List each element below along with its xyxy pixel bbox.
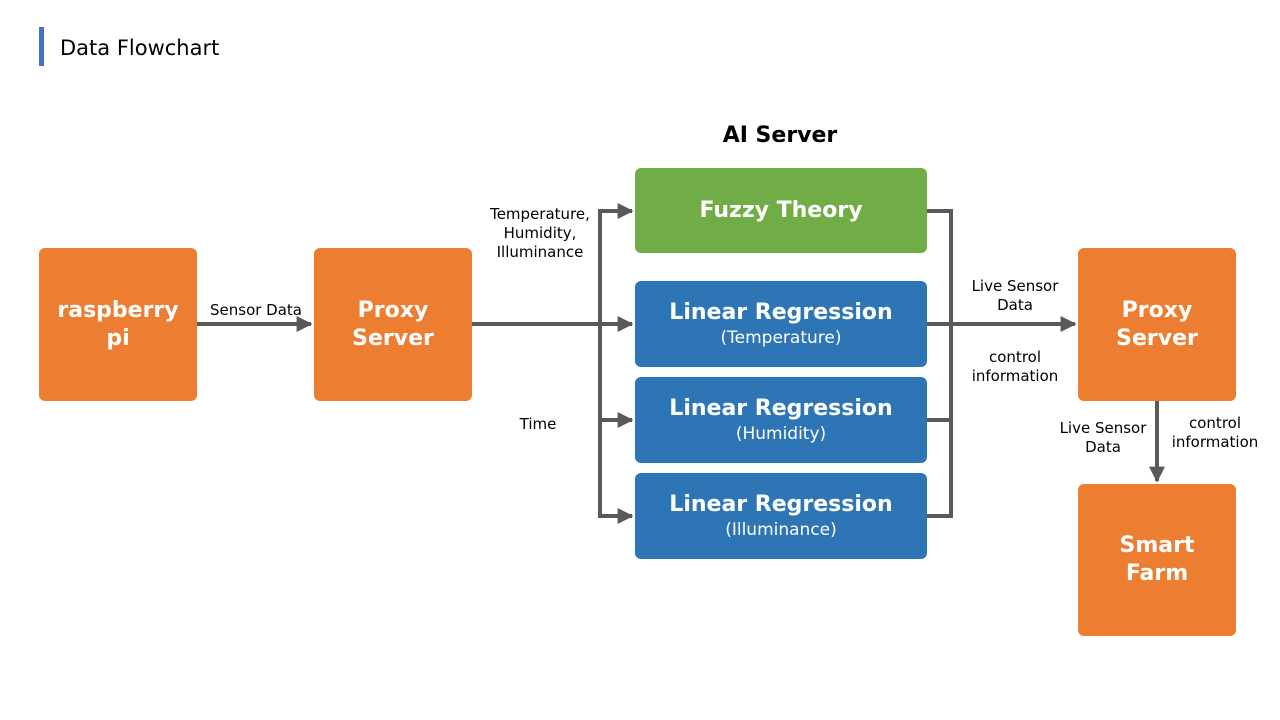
node-lr-temperature: Linear Regression (Temperature) <box>635 281 927 367</box>
edge-label-control-information-down: control information <box>1171 414 1259 451</box>
node-lr-humidity-label: Linear Regression <box>669 396 893 421</box>
node-proxy-server-left-label: Proxy Server <box>352 297 434 351</box>
ai-server-title: AI Server <box>722 123 838 148</box>
node-lr-temperature-label: Linear Regression <box>669 300 893 325</box>
node-lr-temperature-sublabel: (Temperature) <box>720 328 842 348</box>
node-proxy-server-right: Proxy Server <box>1078 248 1236 401</box>
node-fuzzy-theory-label: Fuzzy Theory <box>699 197 863 223</box>
node-smart-farm-label: Smart Farm <box>1119 533 1195 586</box>
edge-label-time: Time <box>519 415 557 433</box>
node-proxy-server-left: Proxy Server <box>314 248 472 401</box>
node-lr-illuminance-label: Linear Regression <box>669 492 893 517</box>
node-raspberry-pi-label: raspberry pi <box>57 297 179 351</box>
edge-label-control-information-right: control information <box>971 348 1059 385</box>
node-lr-illuminance-sublabel: (Illuminance) <box>725 520 837 540</box>
node-lr-illuminance: Linear Regression (Illuminance) <box>635 473 927 559</box>
title-accent-bar <box>39 27 44 66</box>
node-fuzzy-theory: Fuzzy Theory <box>635 168 927 253</box>
node-lr-humidity: Linear Regression (Humidity) <box>635 377 927 463</box>
page-title: Data Flowchart <box>60 36 220 60</box>
edge-label-live-sensor-data-down: Live Sensor Data <box>1059 419 1147 456</box>
edge-label-live-sensor-data-right: Live Sensor Data <box>971 277 1059 314</box>
edge-label-env-inputs: Temperature, Humidity, Illuminance <box>490 205 590 261</box>
node-proxy-server-right-label: Proxy Server <box>1116 297 1198 351</box>
node-raspberry-pi: raspberry pi <box>39 248 197 401</box>
node-smart-farm: Smart Farm <box>1078 484 1236 636</box>
edge-label-sensor-data: Sensor Data <box>210 301 302 319</box>
node-lr-humidity-sublabel: (Humidity) <box>735 424 827 444</box>
